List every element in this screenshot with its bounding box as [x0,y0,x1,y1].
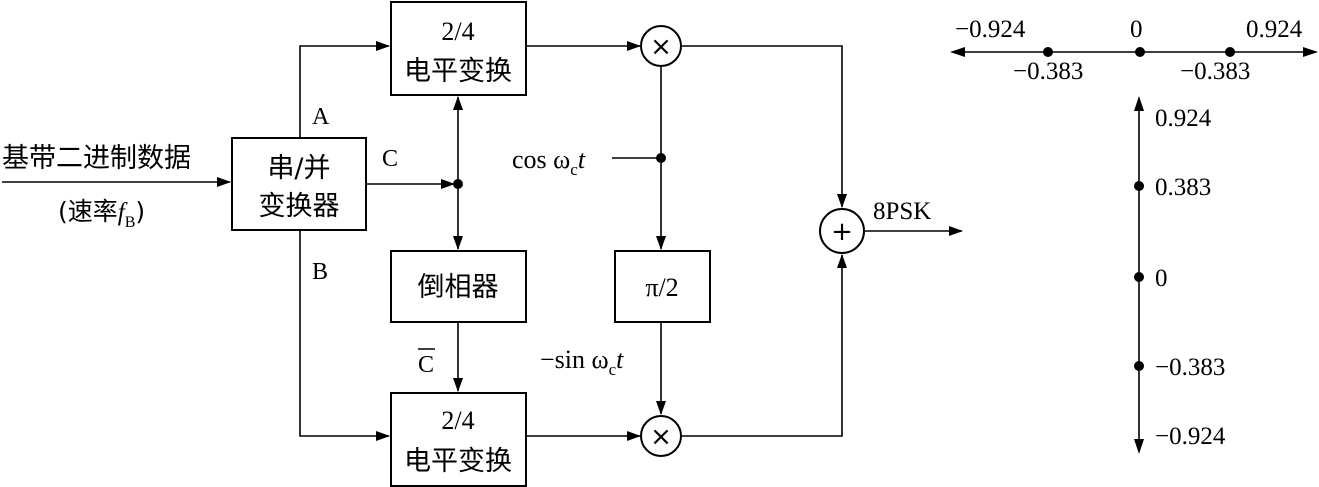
level-bottom-line1: 2/4 [441,406,474,435]
v-label-neg-0383: −0.383 [1155,354,1225,381]
v-label-neg-0924: −0.924 [1155,423,1226,450]
input-label: 基带二进制数据 [2,143,191,174]
branch-b-label: B [312,259,328,285]
h-label-neg-0383-right: −0.383 [1180,58,1250,85]
serial-parallel-line2: 变换器 [259,191,340,222]
h-label-neg-0924: −0.924 [955,16,1026,43]
h-point-pos-0383 [1225,47,1235,57]
branch-c-bar-label: C [418,352,434,378]
branch-a-label: A [312,104,330,130]
level-bottom-line2: 电平变换 [404,446,512,477]
level-top-line2: 电平变换 [404,56,512,87]
vertical-axis-top-arrowhead [1134,96,1144,111]
level-converter-bottom [390,392,527,487]
adder-symbol: + [831,217,853,247]
h-label-0: 0 [1130,16,1143,43]
branch-b-line [299,230,390,441]
output-label: 8PSK [873,198,931,225]
horizontal-axis-right-arrowhead [1303,47,1318,57]
input-rate-label: (速率fB) [58,197,145,231]
h-point-0 [1135,47,1145,57]
h-label-pos-0924: 0.924 [1246,16,1303,43]
branch-a-line [299,41,390,138]
sin-carrier-label: −sin ωct [540,345,624,379]
top-product-to-adder [681,45,847,208]
multiplier-top-symbol: × [650,32,672,62]
branch-c-label: C [382,146,398,172]
v-label-pos-0383: 0.383 [1155,174,1211,201]
multiplier-bottom-symbol: × [650,422,672,452]
serial-parallel-line1: 串/并 [267,153,330,184]
level-converter-top [390,1,527,96]
v-point-neg-0383 [1134,361,1144,371]
horizontal-axis-left-arrowhead [950,47,965,57]
v-point-pos-0383 [1134,181,1144,191]
cos-carrier-label: cos ωct [512,145,586,179]
h-point-neg-0383 [1043,47,1053,57]
v-label-pos-0924: 0.924 [1155,105,1212,132]
phase-shift-label: π/2 [645,273,678,302]
phase-shift-block [614,250,711,323]
vertical-axis-bottom-arrowhead [1134,439,1144,454]
inverter-label: 倒相器 [418,272,499,303]
v-label-0: 0 [1155,265,1168,292]
bottom-product-to-adder [681,254,847,437]
h-label-neg-0383-left: −0.383 [1013,58,1083,85]
level-top-line1: 2/4 [441,17,474,46]
v-point-0 [1134,272,1144,282]
